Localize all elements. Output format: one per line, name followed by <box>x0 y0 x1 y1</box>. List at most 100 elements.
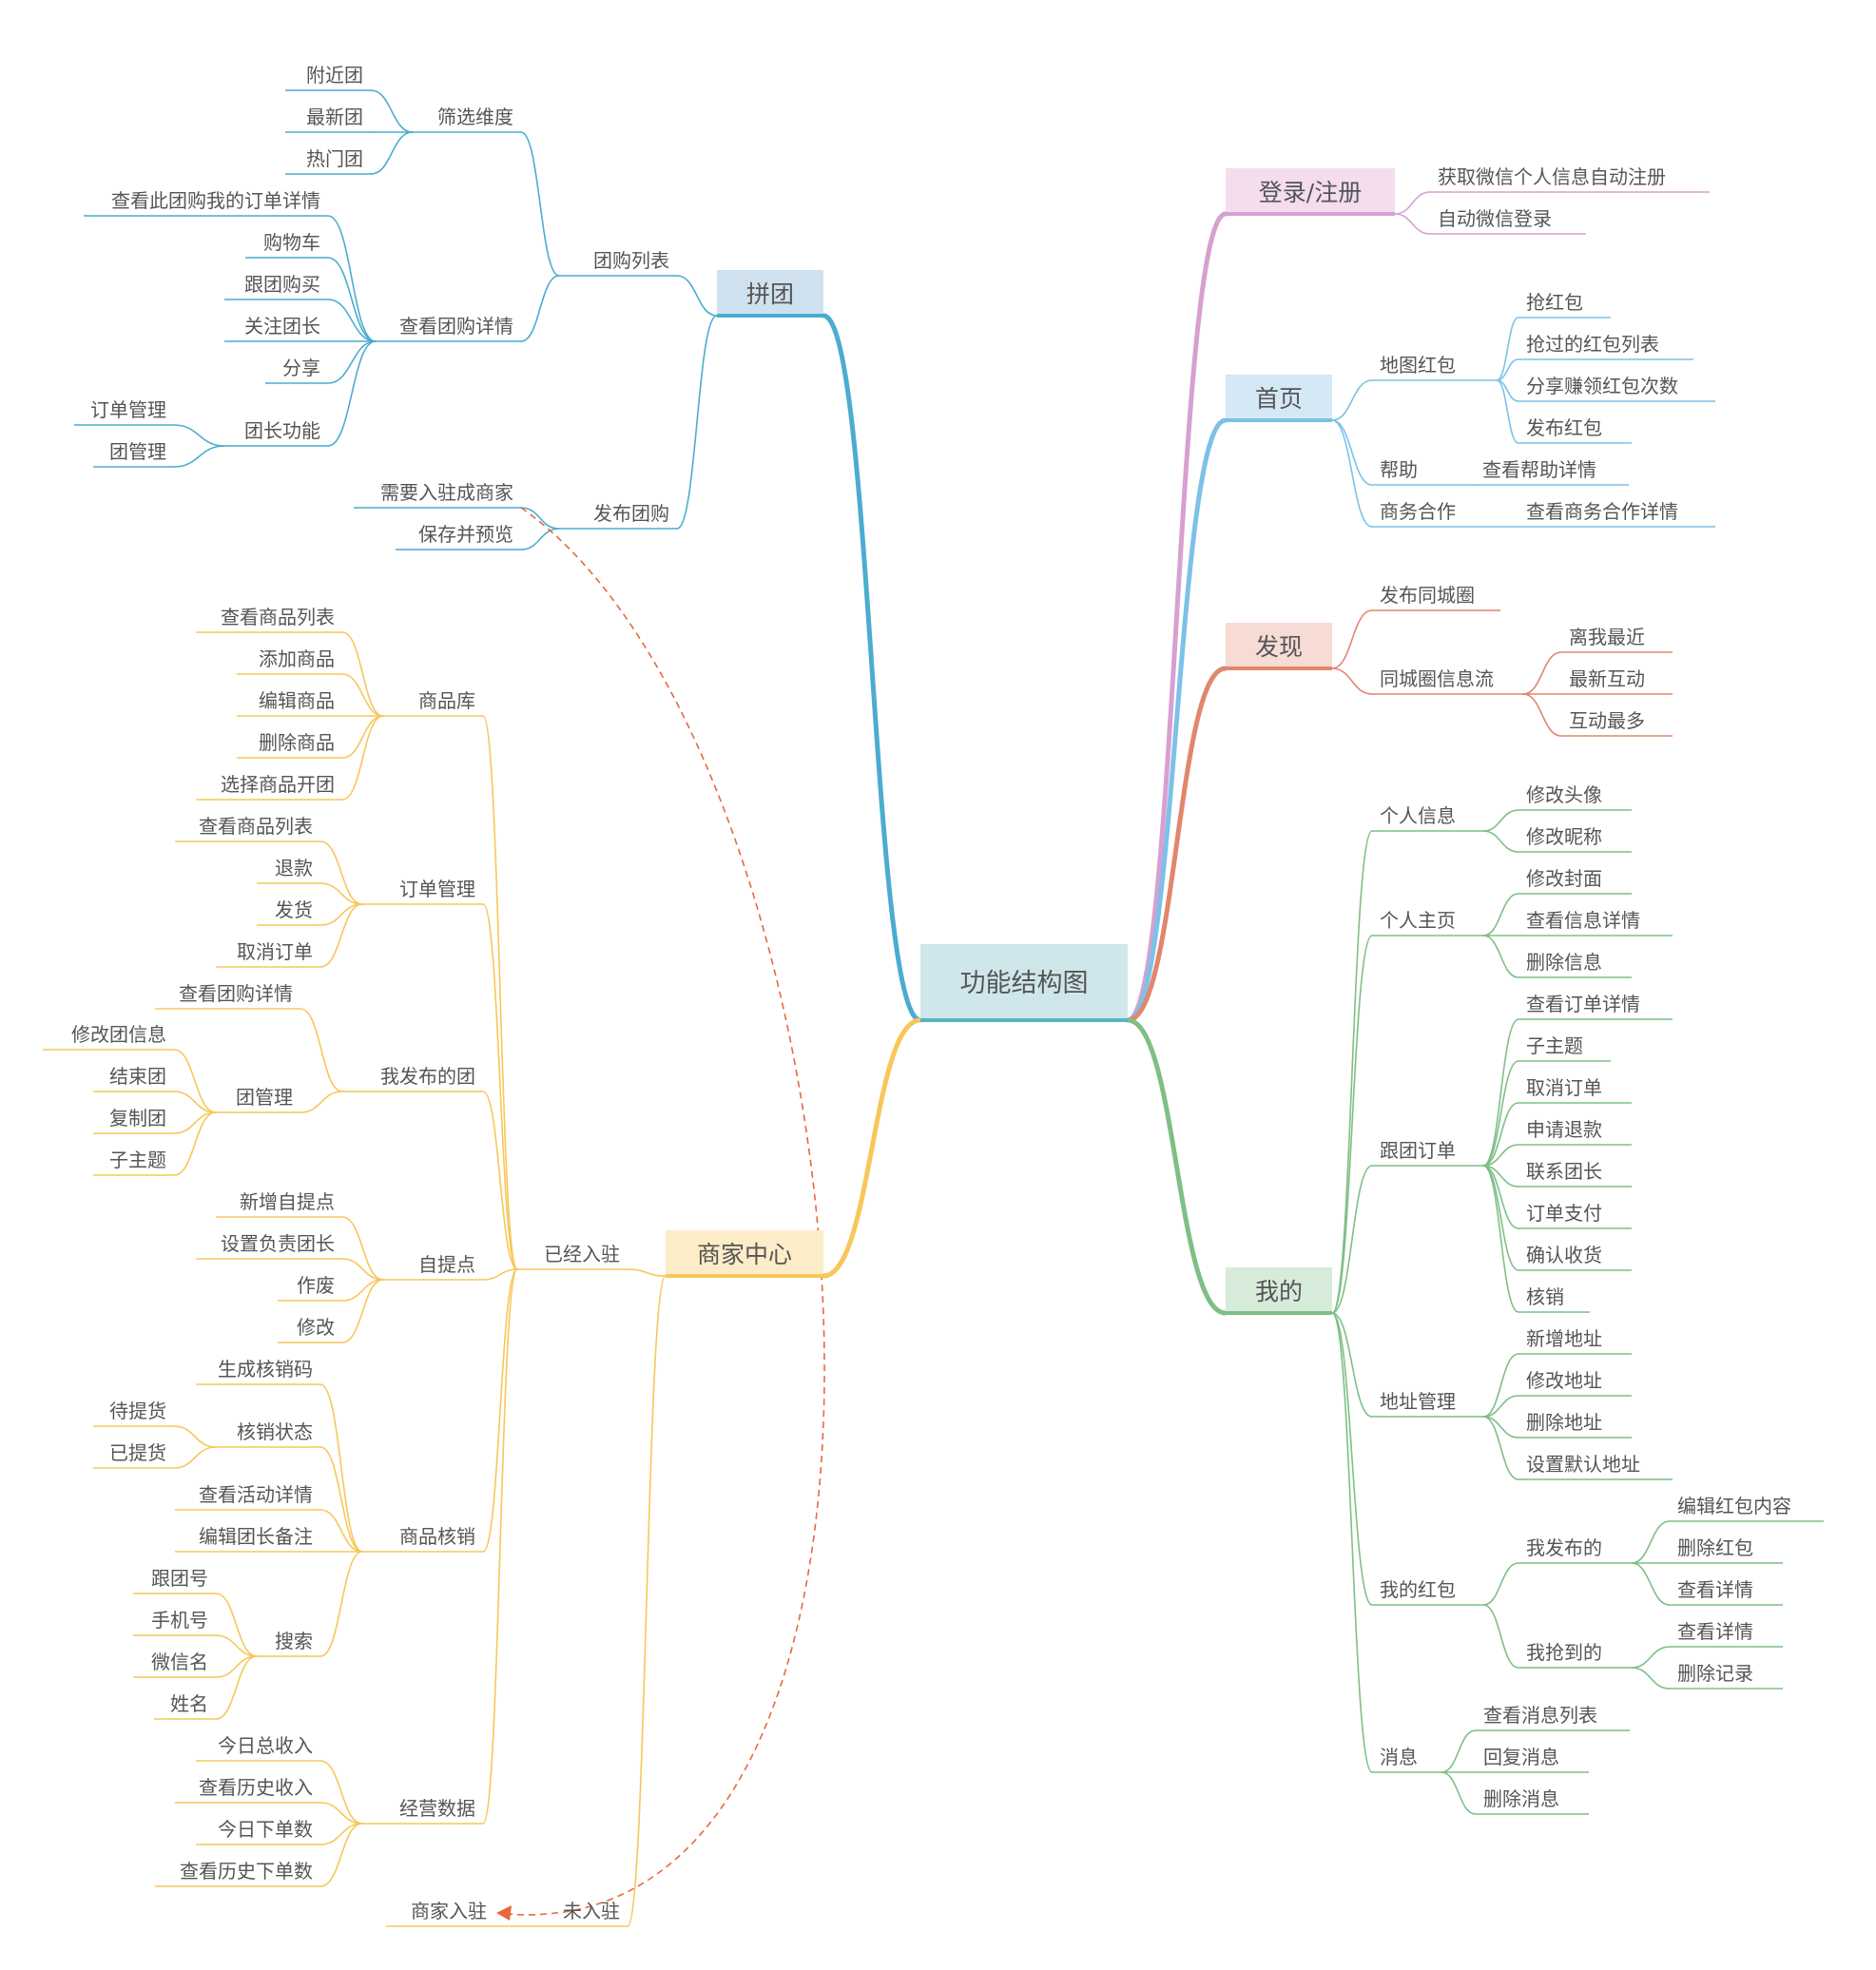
node[interactable]: 修改昵称 <box>1518 825 1632 853</box>
node[interactable]: 修改封面 <box>1518 867 1632 895</box>
node[interactable]: 我抢到的 <box>1518 1641 1632 1669</box>
node[interactable]: 编辑红包内容 <box>1670 1495 1824 1522</box>
node[interactable]: 修改 <box>278 1316 342 1343</box>
node[interactable]: 确认收货 <box>1518 1244 1632 1271</box>
node[interactable]: 作废 <box>278 1274 342 1302</box>
node[interactable]: 添加商品 <box>237 647 342 675</box>
node[interactable]: 查看历史收入 <box>175 1776 320 1804</box>
node[interactable]: 删除信息 <box>1518 951 1632 978</box>
node[interactable]: 取消订单 <box>1518 1076 1632 1104</box>
node[interactable]: 订单管理 <box>74 398 174 426</box>
node[interactable]: 回复消息 <box>1476 1746 1589 1773</box>
node[interactable]: 跟团号 <box>133 1567 216 1594</box>
node[interactable]: 查看订单详情 <box>1518 993 1673 1020</box>
node[interactable]: 自动微信登录 <box>1430 207 1586 235</box>
node[interactable]: 子主题 <box>1518 1034 1611 1062</box>
node[interactable]: 设置默认地址 <box>1518 1453 1673 1480</box>
node[interactable]: 查看消息列表 <box>1476 1704 1630 1731</box>
node[interactable]: 团管理 <box>93 440 174 468</box>
node[interactable]: 团购列表 <box>559 249 677 277</box>
topic-discover[interactable]: 发现 <box>1226 623 1332 670</box>
node[interactable]: 获取微信个人信息自动注册 <box>1430 165 1710 193</box>
node[interactable]: 购物车 <box>245 231 328 259</box>
node[interactable]: 抢过的红包列表 <box>1518 333 1693 360</box>
node[interactable]: 编辑商品 <box>237 689 342 717</box>
node[interactable]: 取消订单 <box>216 940 320 968</box>
node[interactable]: 已提货 <box>93 1441 174 1469</box>
node[interactable]: 关注团长 <box>224 315 328 342</box>
node[interactable]: 退款 <box>257 857 320 884</box>
node[interactable]: 查看商务合作详情 <box>1518 500 1715 528</box>
topic-login[interactable]: 登录/注册 <box>1226 168 1395 216</box>
node[interactable]: 商家入驻 <box>386 1900 494 1927</box>
node[interactable]: 修改头像 <box>1518 783 1632 811</box>
node[interactable]: 我发布的团 <box>342 1065 483 1092</box>
node[interactable]: 跟团购买 <box>224 273 328 300</box>
node[interactable]: 帮助 <box>1372 458 1475 486</box>
node[interactable]: 需要入驻成商家 <box>354 481 521 509</box>
node[interactable]: 查看团购详情 <box>155 982 300 1010</box>
node[interactable]: 抢红包 <box>1518 291 1611 319</box>
node[interactable]: 查看活动详情 <box>175 1483 320 1511</box>
node[interactable]: 查看详情 <box>1670 1620 1783 1648</box>
node[interactable]: 订单管理 <box>362 878 483 905</box>
node[interactable]: 自提点 <box>383 1253 483 1281</box>
node[interactable]: 结束团 <box>93 1065 174 1092</box>
node[interactable]: 查看帮助详情 <box>1475 458 1629 486</box>
node[interactable]: 团管理 <box>216 1086 300 1113</box>
node[interactable]: 删除消息 <box>1476 1787 1589 1815</box>
node[interactable]: 查看信息详情 <box>1518 909 1673 937</box>
node[interactable]: 我发布的 <box>1518 1536 1632 1564</box>
node[interactable]: 查看商品列表 <box>196 606 342 633</box>
node[interactable]: 查看详情 <box>1670 1578 1783 1606</box>
node[interactable]: 子主题 <box>93 1149 174 1176</box>
node[interactable]: 同城圈信息流 <box>1372 667 1523 695</box>
node[interactable]: 新增地址 <box>1518 1327 1632 1355</box>
node[interactable]: 今日下单数 <box>196 1818 320 1845</box>
node[interactable]: 商务合作 <box>1372 500 1518 528</box>
node[interactable]: 新增自提点 <box>216 1190 342 1218</box>
node[interactable]: 分享 <box>265 357 328 384</box>
node[interactable]: 团长功能 <box>224 419 328 447</box>
node[interactable]: 删除地址 <box>1518 1411 1632 1439</box>
topic-home[interactable]: 首页 <box>1226 375 1332 422</box>
node[interactable]: 保存并预览 <box>396 523 521 550</box>
node[interactable]: 修改团信息 <box>43 1023 174 1051</box>
node[interactable]: 发布同城圈 <box>1372 584 1500 611</box>
node[interactable]: 附近团 <box>285 64 371 91</box>
node[interactable]: 已经入驻 <box>517 1243 628 1270</box>
node[interactable]: 修改地址 <box>1518 1369 1632 1397</box>
node[interactable]: 删除记录 <box>1670 1662 1783 1690</box>
topic-merchant[interactable]: 商家中心 <box>666 1230 823 1278</box>
node[interactable]: 发布团购 <box>559 502 677 530</box>
node[interactable]: 个人信息 <box>1372 804 1483 832</box>
node[interactable]: 编辑团长备注 <box>175 1525 320 1553</box>
node[interactable]: 复制团 <box>93 1107 174 1134</box>
node[interactable]: 查看历史下单数 <box>155 1860 320 1887</box>
node[interactable]: 发布红包 <box>1518 416 1632 444</box>
node[interactable]: 跟团订单 <box>1372 1139 1483 1167</box>
node[interactable]: 发货 <box>257 898 320 926</box>
node[interactable]: 搜索 <box>257 1630 320 1657</box>
node[interactable]: 最新团 <box>285 106 371 133</box>
node[interactable]: 选择商品开团 <box>196 773 342 801</box>
node[interactable]: 商品库 <box>383 689 483 717</box>
node[interactable]: 经营数据 <box>362 1797 483 1825</box>
node[interactable]: 分享赚领红包次数 <box>1518 375 1715 402</box>
node[interactable]: 热门团 <box>285 147 371 175</box>
node[interactable]: 地图红包 <box>1372 354 1497 381</box>
node[interactable]: 最新互动 <box>1561 667 1673 695</box>
node[interactable]: 姓名 <box>154 1692 216 1720</box>
node[interactable]: 未入驻 <box>538 1900 628 1927</box>
node[interactable]: 订单支付 <box>1518 1202 1632 1229</box>
root-node[interactable]: 功能结构图 <box>920 944 1128 1018</box>
topic-pin[interactable]: 拼团 <box>717 270 823 318</box>
node[interactable]: 我的红包 <box>1372 1578 1483 1606</box>
node[interactable]: 离我最近 <box>1561 626 1673 653</box>
node[interactable]: 手机号 <box>133 1609 216 1636</box>
node[interactable]: 待提货 <box>93 1400 174 1427</box>
node[interactable]: 删除商品 <box>237 731 342 759</box>
node[interactable]: 生成核销码 <box>196 1358 320 1385</box>
node[interactable]: 微信名 <box>133 1651 216 1678</box>
node[interactable]: 消息 <box>1372 1746 1441 1773</box>
